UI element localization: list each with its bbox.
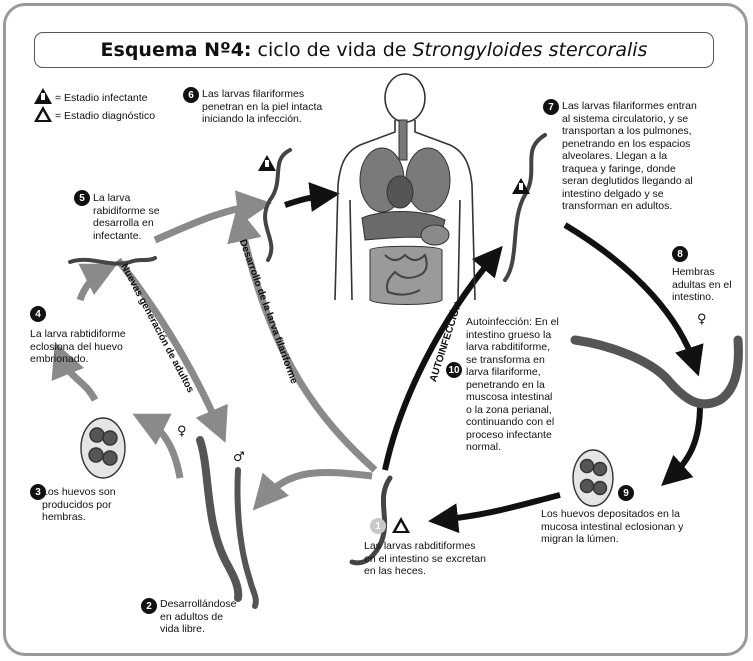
arrow-4-to-5 bbox=[80, 270, 105, 300]
step-badge-1: 1 bbox=[370, 518, 386, 534]
infective-stage-icon bbox=[34, 88, 52, 104]
arrow-2-to-3 bbox=[145, 420, 180, 478]
female-symbol: ♀ bbox=[177, 424, 187, 439]
step-1-text: Las larvas rabditiformes en el intestino… bbox=[364, 540, 486, 578]
step-5-text: La larva rabidiforme se desarrolla en in… bbox=[93, 192, 160, 242]
internal-organs bbox=[360, 120, 450, 305]
arrow-6-to-human bbox=[285, 195, 328, 205]
infective-stage-icon bbox=[512, 178, 530, 194]
arrow-1-to-2 bbox=[262, 472, 372, 500]
arrow-8-to-9 bbox=[670, 405, 700, 478]
legend-infective: = Estadio infectante bbox=[55, 92, 148, 105]
larva-filariform-circulation bbox=[505, 135, 545, 280]
step-badge-5: 5 bbox=[74, 190, 90, 206]
step-9-text: Los huevos depositados en la mucosa inte… bbox=[541, 508, 683, 546]
step-2-text: Desarrollándose en adultos de vida libre… bbox=[160, 598, 236, 636]
larva-rhabditiform-developing bbox=[70, 258, 155, 264]
step-7-text: Las larvas filariformes entran al sistem… bbox=[562, 100, 697, 213]
step-badge-7: 7 bbox=[543, 99, 559, 115]
step-badge-6: 6 bbox=[183, 87, 199, 103]
step-badge-8: 8 bbox=[672, 246, 688, 262]
legend-diagnostic: = Estadio diagnóstico bbox=[55, 110, 155, 123]
female-symbol: ♀ bbox=[697, 312, 707, 327]
step-4-text: La larva rabtidiforme eclosiona del huev… bbox=[30, 328, 126, 366]
diagnostic-stage-icon bbox=[34, 106, 52, 122]
step-badge-9: 9 bbox=[618, 485, 634, 501]
infective-stage-icon bbox=[258, 155, 276, 171]
step-6-text: Las larvas filariformes penetran en la p… bbox=[202, 88, 322, 126]
diagnostic-stage-icon bbox=[392, 517, 410, 533]
step-badge-4: 4 bbox=[30, 306, 46, 322]
step-badge-2: 2 bbox=[141, 598, 157, 614]
arrow-filariform-development bbox=[240, 220, 375, 470]
egg-intestinal bbox=[573, 450, 613, 506]
male-symbol: ♂ bbox=[233, 450, 245, 465]
step-10-text: Autoinfección: En el intestino grueso la… bbox=[466, 316, 559, 454]
adult-female-intestine bbox=[575, 340, 738, 404]
step-3-text: Los huevos son producidos por hembras. bbox=[42, 486, 116, 524]
egg-free-living bbox=[81, 418, 125, 478]
step-badge-10: 10 bbox=[446, 362, 462, 378]
step-8-text: Hembras adultas en el intestino. bbox=[672, 266, 732, 304]
